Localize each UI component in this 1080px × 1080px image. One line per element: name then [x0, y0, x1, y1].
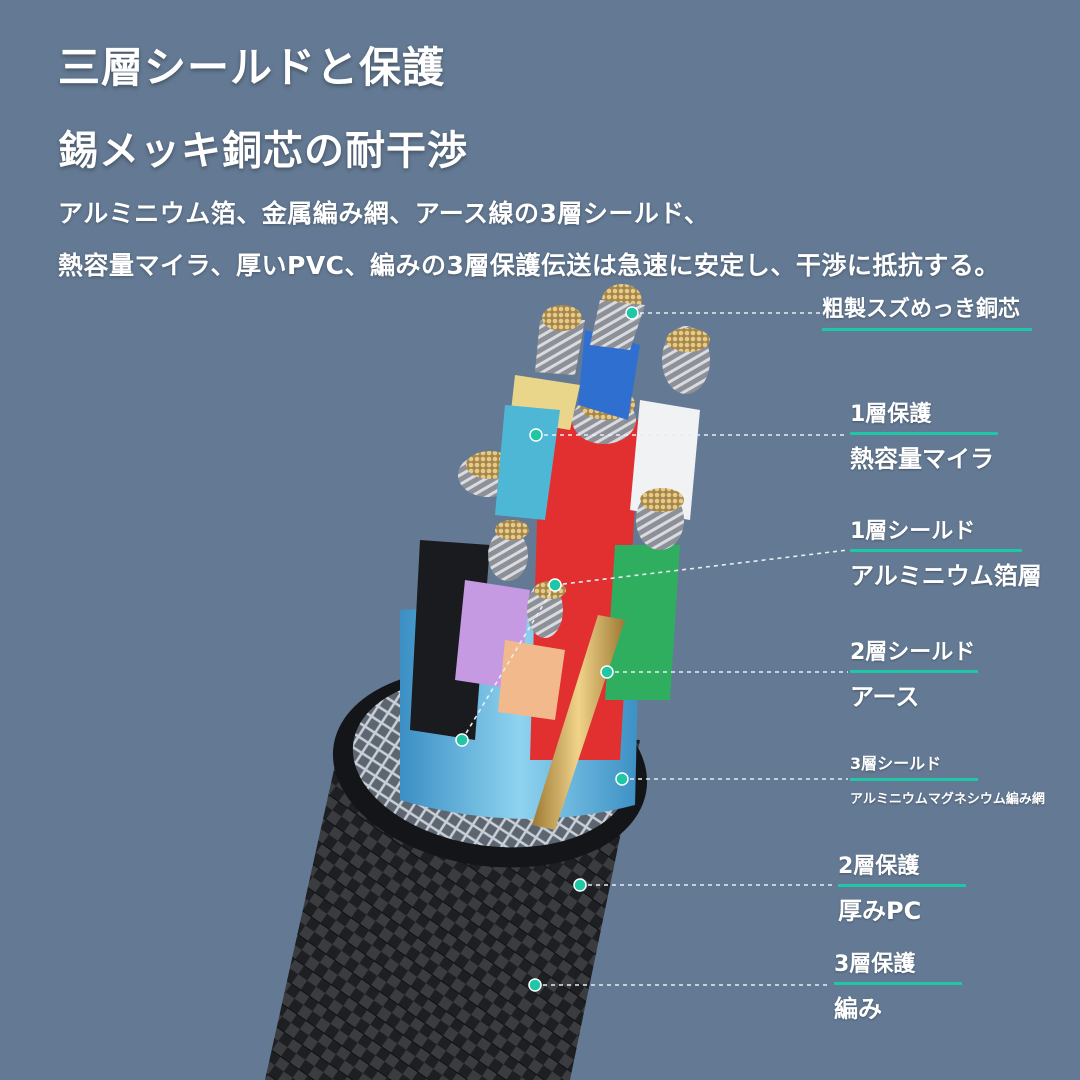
- label-protection-3-subtitle: 編み: [834, 995, 882, 1023]
- label-protection-3: 3層保護 編み: [834, 950, 962, 1025]
- label-shield-2: 2層シールド アース: [850, 638, 978, 713]
- label-shield-1-subtitle: アルミニウム箔層: [850, 562, 1042, 590]
- label-shield-3-heading: 3層シールド: [850, 754, 942, 773]
- label-protection-1-subtitle: 熱容量マイラ: [850, 445, 994, 473]
- label-protection-2-subtitle: 厚みPC: [838, 897, 922, 925]
- accent-bar: [838, 884, 966, 887]
- callout-dots: [455, 306, 639, 992]
- accent-bar: [850, 549, 1022, 552]
- label-shield-2-heading: 2層シールド: [850, 640, 976, 665]
- label-core-subtitle: 粗製スズめっき銅芯: [822, 297, 1021, 322]
- accent-bar: [822, 328, 1032, 331]
- label-shield-3: 3層シールド アルミニウムマグネシウム編み網: [850, 752, 1045, 811]
- label-protection-1-heading: 1層保護: [850, 402, 932, 427]
- page-subtitle: 錫メッキ銅芯の耐干渉: [58, 128, 468, 174]
- description-line-2: 熱容量マイラ、厚いPVC、編みの3層保護伝送は急速に安定し、干渉に抵抗する。: [58, 251, 1000, 280]
- callout-leader-lines: [461, 312, 849, 986]
- page-title: 三層シールドと保護: [58, 43, 446, 92]
- label-shield-3-subtitle: アルミニウムマグネシウム編み網: [850, 792, 1045, 807]
- label-protection-2-heading: 2層保護: [838, 854, 920, 879]
- label-protection-2: 2層保護 厚みPC: [838, 852, 966, 927]
- accent-bar: [850, 670, 978, 673]
- accent-bar: [834, 982, 962, 985]
- description-line-1: アルミニウム箔、金属編み網、アース線の3層シールド、: [58, 199, 710, 228]
- accent-bar: [850, 432, 998, 435]
- label-shield-1-heading: 1層シールド: [850, 519, 976, 544]
- accent-bar: [850, 778, 978, 781]
- label-shield-2-subtitle: アース: [850, 683, 920, 711]
- label-core: 粗製スズめっき銅芯: [822, 294, 1032, 339]
- label-shield-1: 1層シールド アルミニウム箔層: [850, 517, 1042, 592]
- label-protection-3-heading: 3層保護: [834, 952, 916, 977]
- label-protection-1: 1層保護 熱容量マイラ: [850, 400, 998, 475]
